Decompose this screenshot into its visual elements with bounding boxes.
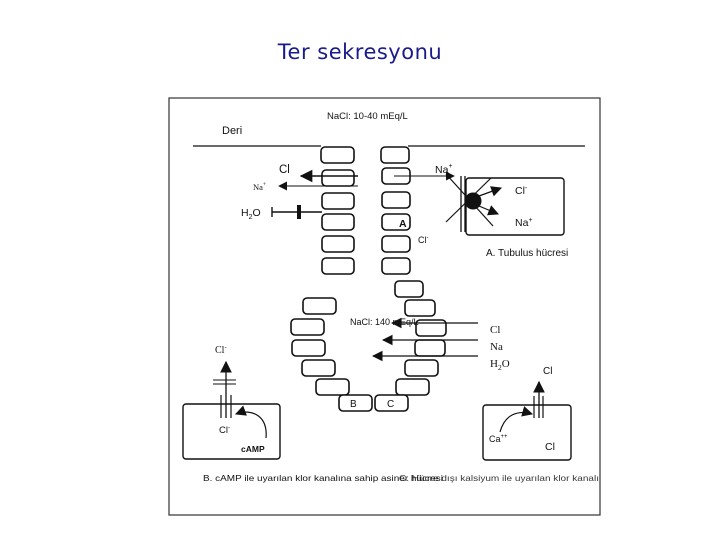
right-cl-below-label: Cl- [418, 235, 429, 245]
mid-cl-label: Cl [490, 324, 500, 336]
box-c-ca-label: Ca++ [489, 434, 508, 444]
duct-cells-left [290, 146, 373, 412]
box-c-cl-inner-label: Cl [545, 441, 555, 453]
box-b-camp-label: cAMP [241, 444, 265, 454]
box-a-na-label: Na+ [515, 217, 533, 229]
skin-label: Deri [222, 125, 242, 137]
cell-c-label: C [387, 399, 394, 410]
right-na-label: Na+ [435, 163, 453, 176]
mid-h2o-label: H2O [490, 358, 510, 372]
left-h2o-label: H2O [241, 207, 261, 221]
caption-c: C. Hücre dışı kalsiyum ile uyarılan klor… [399, 473, 599, 483]
mid-nacl-label: NaCl: 140 mEq/L [350, 317, 419, 327]
pump-dot [464, 192, 482, 210]
caption-a: A. Tubulus hücresi [486, 248, 568, 259]
box-b-cl-inner-label: Cl- [219, 424, 230, 436]
calcium-channel-box [482, 404, 572, 461]
box-c-cl-top-label: Cl [543, 366, 552, 377]
box-b-camp-curve [234, 405, 267, 439]
box-c-ca-curve [499, 406, 534, 433]
pump-cross-1 [445, 173, 494, 227]
left-na-label: Na+ [253, 182, 267, 192]
pump-arrow-na [478, 205, 499, 216]
pump-cross-2 [445, 177, 492, 223]
h2o-block-bar [297, 205, 301, 219]
cell-b-label: B [350, 399, 357, 410]
mid-na-label: Na [490, 341, 503, 353]
pump-arrow-cl [478, 186, 503, 197]
box-b-cl-top-label: Cl- [215, 344, 227, 356]
top-nacl-label: NaCl: 10-40 mEq/L [327, 111, 408, 122]
duct-cells-right [374, 146, 447, 412]
caption-b: B. cAMP ile uyarılan klor kanalına sahip… [203, 473, 443, 483]
box-a-cl-label: Cl- [515, 185, 528, 197]
slide-title: Ter sekresyonu [277, 40, 443, 64]
left-cl-label: Cl [279, 164, 290, 176]
cell-a-label: A [399, 218, 407, 230]
